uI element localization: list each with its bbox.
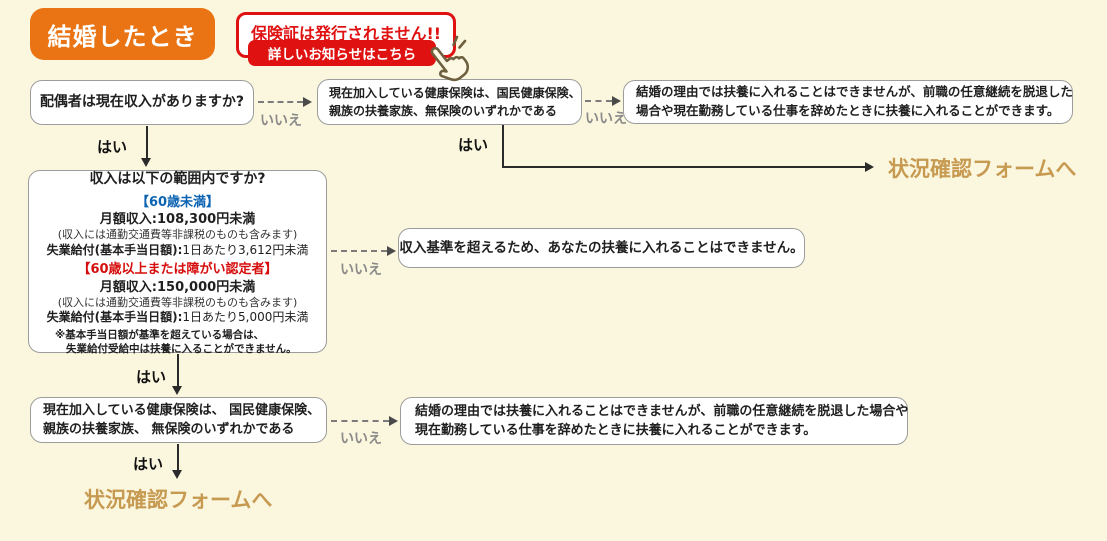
- no-arrow-q1-head: [303, 96, 312, 107]
- label-no-1: いいえ: [260, 113, 302, 129]
- criteria-under60-unemployment: 失業給付(基本手当日額):1日あたり3,612円未満: [47, 243, 309, 259]
- notice-detail-link-button[interactable]: 詳しいお知らせはこちら: [248, 40, 436, 66]
- result-top-line1: 結婚の理由では扶養に入れることはできませんが、前職の任意継続を脱退した: [636, 84, 1073, 100]
- status-form-link-top[interactable]: 状況確認フォームへ: [888, 157, 1077, 181]
- criteria-over60-unemployment-label: 失業給付(基本手当日額):: [46, 310, 183, 325]
- no-arrow-q2-dash: [585, 100, 612, 102]
- label-no-2: いいえ: [585, 111, 627, 127]
- insurance-bottom-line1: 現在加入している健康保険は、 国民健康保険、: [43, 402, 321, 418]
- yes-elbow-q2-horizontal: [502, 166, 865, 168]
- label-yes-1: はい: [97, 138, 128, 156]
- criteria-over60-heading: 【60歳以上または障がい認定者】: [77, 262, 278, 278]
- result-bottom-line2: 現在勤務している仕事を辞めたときに扶養に入れることができます。: [415, 423, 817, 438]
- page-title: 結婚したとき: [30, 8, 215, 60]
- insurance-top-line1: 現在加入している健康保険は、国民健康保険、: [329, 86, 581, 100]
- notice-callout: 保険証は発行されません!! 詳しいお知らせはこちら: [236, 12, 456, 66]
- yes-elbow-q2-head: [865, 161, 874, 172]
- flow-box-current-insurance-bottom: 現在加入している健康保険は、 国民健康保険、 親族の扶養家族、 無保険のいずれか…: [30, 397, 327, 443]
- criteria-over60-monthly: 月額収入:150,000円未満: [99, 279, 256, 295]
- pointing-hand-icon: [421, 34, 475, 88]
- yes-arrow-criteria-line: [177, 354, 179, 387]
- criteria-under60-monthly: 月額収入:108,300円未満: [99, 211, 256, 227]
- label-yes-3: はい: [136, 368, 167, 386]
- label-yes-2: はい: [458, 136, 489, 154]
- flow-box-result-income-over: 収入基準を超えるため、あなたの扶養に入れることはできません。: [398, 228, 805, 268]
- criteria-under60-heading: 【60歳未満】: [135, 194, 220, 210]
- criteria-under60-unemployment-label: 失業給付(基本手当日額):: [46, 242, 183, 257]
- result-bottom-line1: 結婚の理由では扶養に入れることはできませんが、前職の任意継続を脱退した場合や: [415, 403, 909, 419]
- no-arrow-q3-head: [389, 415, 398, 426]
- flow-box-result-marriage-top: 結婚の理由では扶養に入れることはできませんが、前職の任意継続を脱退した 場合や現…: [623, 80, 1073, 124]
- flow-box-income-criteria: 収入は以下の範囲内ですか? 【60歳未満】 月額収入:108,300円未満 (収…: [28, 170, 327, 355]
- result-income-text: 収入基準を超えるため、あなたの扶養に入れることはできません。: [399, 239, 804, 256]
- notice-heading: 保険証は発行されません!!: [250, 24, 442, 43]
- page-title-label: 結婚したとき: [47, 22, 198, 51]
- label-no-3: いいえ: [340, 262, 382, 278]
- criteria-over60-unemployment: 失業給付(基本手当日額):1日あたり5,000円未満: [47, 310, 309, 326]
- status-form-link-bottom[interactable]: 状況確認フォームへ: [84, 488, 273, 512]
- yes-arrow-q1-head: [141, 158, 151, 167]
- no-arrow-q3-dash: [331, 420, 389, 422]
- no-arrow-q1-dash: [258, 101, 303, 103]
- criteria-question: 収入は以下の範囲内ですか?: [89, 171, 266, 188]
- flow-box-result-marriage-bottom: 結婚の理由では扶養に入れることはできませんが、前職の任意継続を脱退した場合や 現…: [400, 397, 908, 445]
- criteria-over60-note: (収入には通勤交通費等非課税のものも含みます): [57, 295, 298, 309]
- spouse-income-question-text: 配偶者は現在収入がありますか?: [39, 94, 245, 110]
- yes-arrow-q3-head: [172, 470, 182, 479]
- flow-box-spouse-income-question: 配偶者は現在収入がありますか?: [30, 80, 254, 125]
- no-arrow-q2-head: [612, 95, 621, 106]
- no-arrow-criteria-head: [387, 245, 396, 256]
- criteria-under60-note: (収入には通勤交通費等非課税のものも含みます): [57, 228, 298, 242]
- criteria-over60-unemployment-value: 1日あたり5,000円未満: [182, 310, 309, 325]
- yes-arrow-criteria-head: [172, 386, 182, 395]
- no-arrow-criteria-dash: [331, 250, 387, 252]
- result-top-line2: 場合や現在勤務している仕事を辞めたときに扶養に入れることができます。: [636, 103, 1060, 118]
- label-yes-4: はい: [133, 455, 164, 473]
- yes-arrow-q1-line: [146, 126, 148, 159]
- yes-arrow-q3-line: [177, 444, 179, 471]
- insurance-bottom-line2: 親族の扶養家族、 無保険のいずれかである: [43, 422, 295, 437]
- label-no-4: いいえ: [340, 431, 382, 447]
- insurance-top-line2: 親族の扶養家族、無保険のいずれかである: [329, 104, 557, 118]
- criteria-footnote-line1: ※基本手当日額が基準を超えている場合は、: [55, 329, 265, 342]
- yes-elbow-q2-vertical: [502, 125, 504, 168]
- criteria-footnote-line2: 失業給付受給中は扶養に入ることができません。: [66, 342, 297, 355]
- criteria-under60-unemployment-value: 1日あたり3,612円未満: [182, 242, 309, 257]
